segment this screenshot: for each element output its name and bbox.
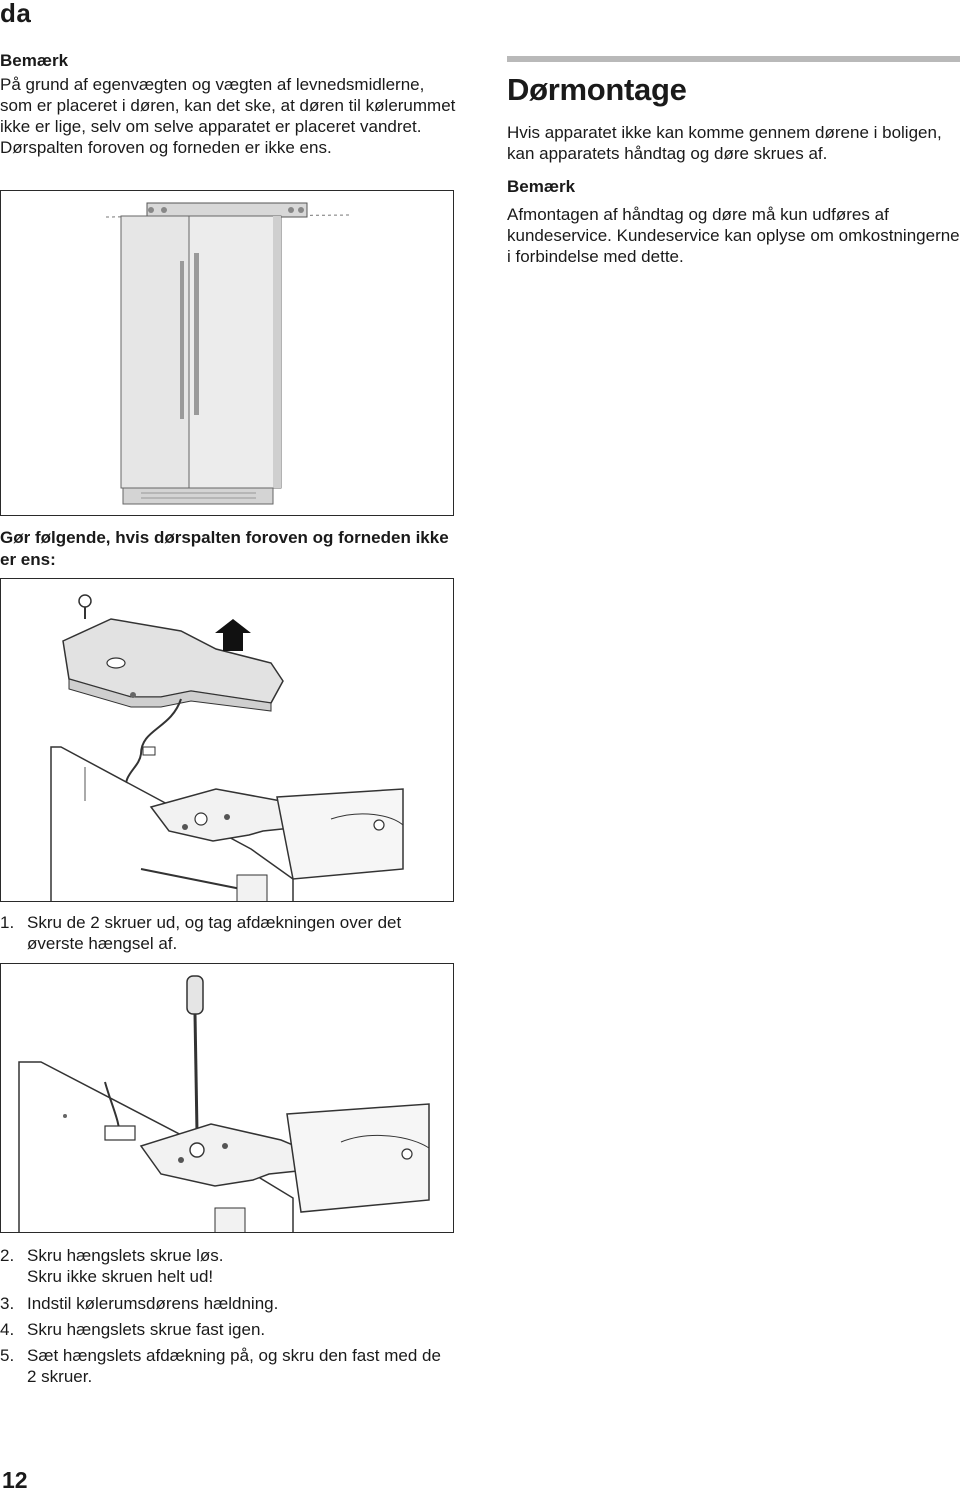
step-text: Skru de 2 skruer ud, og tag afdækningen … bbox=[27, 913, 402, 953]
step-2: 2. Skru hængslets skrue løs. Skru ikke s… bbox=[0, 1245, 450, 1287]
section-intro: Hvis apparatet ikke kan komme gennem dør… bbox=[507, 123, 942, 163]
note-body: Afmontagen af håndtag og døre må kun udf… bbox=[507, 205, 960, 266]
hinge-screw-illustration bbox=[0, 963, 454, 1233]
hinge-cover-illustration bbox=[0, 578, 454, 902]
door-mounting-section: Dørmontage Hvis apparatet ikke kan komme… bbox=[507, 56, 960, 267]
step-number: 3. bbox=[0, 1294, 15, 1313]
step-1: 1. Skru de 2 skruer ud, og tag afdækning… bbox=[0, 912, 450, 956]
language-code: da bbox=[0, 0, 32, 28]
note-body: På grund af egenvægten og vægten af levn… bbox=[0, 75, 456, 157]
step-4: 4. Skru hængslets skrue fast igen. bbox=[0, 1319, 450, 1340]
note-heading: Bemærk bbox=[507, 177, 576, 196]
step-number: 1. bbox=[0, 913, 15, 932]
step-text: Sæt hængslets afdækning på, og skru den … bbox=[27, 1346, 441, 1386]
page-number: 12 bbox=[2, 1467, 28, 1493]
step-text: Skru hængslets skrue fast igen. bbox=[27, 1320, 266, 1339]
step-number: 4. bbox=[0, 1320, 15, 1339]
step-3: 3. Indstil kølerumsdørens hældning. bbox=[0, 1293, 450, 1314]
section-rule bbox=[507, 56, 960, 62]
step-warning: Skru ikke skruen helt ud! bbox=[27, 1267, 214, 1286]
step-text: Indstil kølerumsdørens hældning. bbox=[27, 1294, 279, 1313]
fridge-illustration bbox=[0, 190, 454, 516]
note-heading: Bemærk bbox=[0, 51, 69, 70]
step-number: 2. bbox=[0, 1246, 15, 1265]
section-title: Dørmontage bbox=[507, 72, 687, 107]
procedure-heading: Gør følgende, hvis dørspalten foroven og… bbox=[0, 528, 449, 569]
step-number: 5. bbox=[0, 1346, 15, 1365]
step-text: Skru hængslets skrue løs. bbox=[27, 1246, 224, 1265]
step-5: 5. Sæt hængslets afdækning på, og skru d… bbox=[0, 1345, 450, 1387]
left-note: Bemærk På grund af egenvægten og vægten … bbox=[0, 50, 460, 158]
